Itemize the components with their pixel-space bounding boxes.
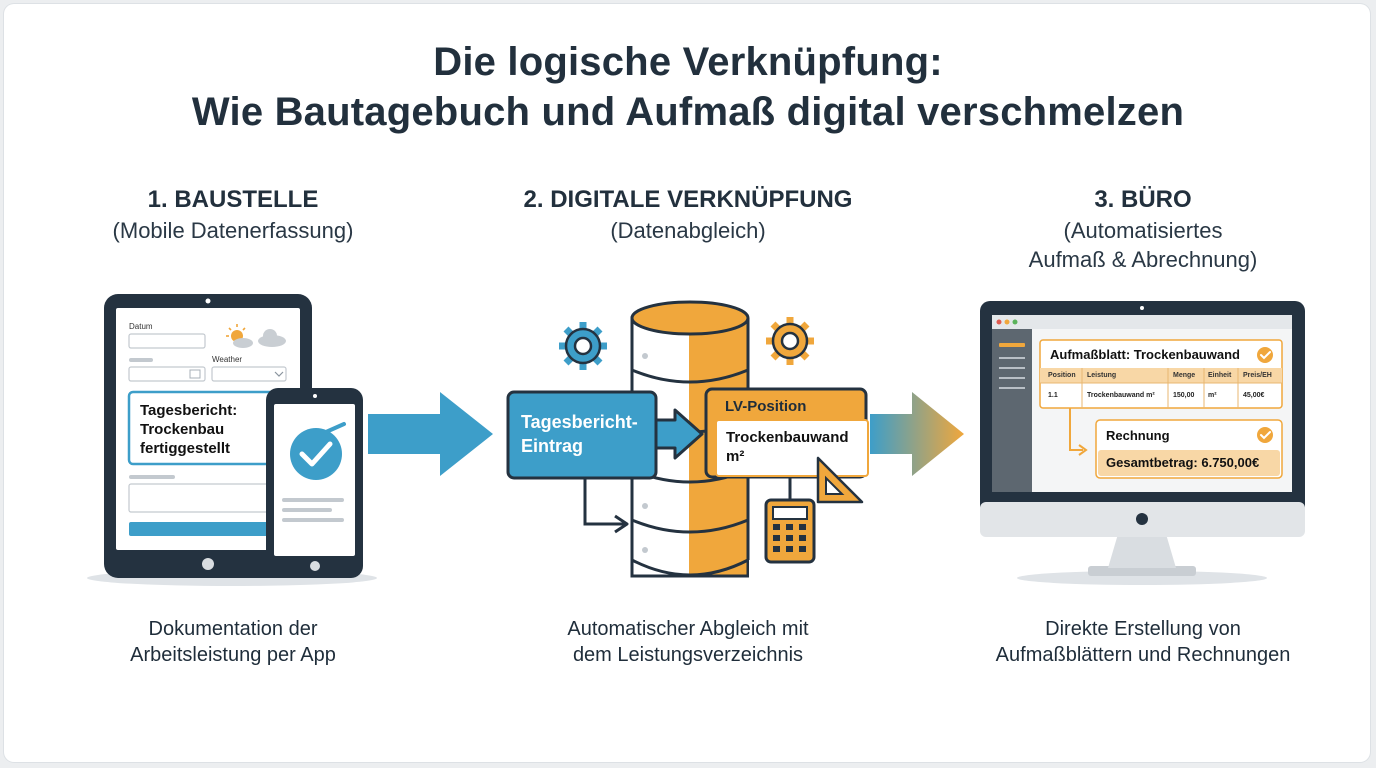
- weather-field-label: Weather: [212, 355, 243, 364]
- step1-heading: 1. BAUSTELLE: [147, 186, 319, 213]
- set-square-icon: [816, 456, 864, 504]
- cell-einheit: m²: [1208, 392, 1217, 399]
- arrow-right-gradient-icon: [870, 392, 964, 476]
- table-header-row: Position Leistung Menge Einheit Preis/EH: [1040, 368, 1282, 383]
- step2-caption: Automatischer Abgleich mit dem Leistungs…: [478, 616, 898, 668]
- smartphone-device: [266, 388, 363, 578]
- check-badge-icon-invoice: [1257, 427, 1273, 443]
- invoice-title: Rechnung: [1106, 428, 1170, 443]
- check-badge-icon: [1257, 347, 1273, 363]
- gear-icon-orange: [766, 317, 814, 365]
- checkmark-icon: [290, 422, 346, 480]
- entry-box-text: Tagesbericht- Eintrag: [521, 410, 638, 458]
- page-title-line1: Die logische Verknüpfung:: [433, 40, 943, 84]
- step3-caption: Direkte Erstellung von Aufmaßblättern un…: [933, 616, 1353, 668]
- lv-position-title: LV-Position: [725, 398, 807, 415]
- gear-icon-blue: [559, 322, 607, 370]
- connector-arrow: [1069, 408, 1088, 456]
- page-title-line2: Wie Bautagebuch und Aufmaß digital versc…: [191, 90, 1185, 134]
- header-einheit: Einheit: [1208, 372, 1232, 379]
- tagesbericht-entry-box: [506, 390, 704, 480]
- lv-item-text: Trockenbauwand m²: [726, 428, 849, 466]
- step3-caption-line1: Direkte Erstellung von: [1045, 618, 1241, 640]
- header-preis: Preis/EH: [1243, 372, 1272, 379]
- lv-position-box: [704, 387, 869, 479]
- sun-cloud-icon: [226, 324, 253, 348]
- lv-item-line1: Trockenbauwand: [726, 429, 849, 446]
- entry-line1: Tagesbericht-: [521, 412, 638, 432]
- entry-line2: Eintrag: [521, 436, 584, 456]
- table-row: 1.1 Trockenbauwand m² 150,00 m² 45,00€: [1040, 383, 1282, 408]
- step3-heading: 3. BÜRO: [1094, 186, 1192, 213]
- step1-caption-line1: Dokumentation der: [148, 618, 318, 640]
- aufmassblatt-sheet: [1039, 339, 1283, 409]
- sheet-title: Aufmaßblatt: Trockenbauwand: [1050, 347, 1240, 362]
- step3-subheading-line2: Aufmaß & Abrechnung): [1028, 247, 1258, 272]
- tablet-device: [87, 294, 377, 586]
- step2-caption-line1: Automatischer Abgleich mit: [567, 618, 809, 640]
- step2-heading: 2. DIGITALE VERKNÜPFUNG: [523, 186, 853, 213]
- step1-subheading: (Mobile Datenerfassung): [112, 218, 354, 243]
- daily-report-line2: Trockenbau: [140, 421, 225, 438]
- step3-caption-line2: Aufmaßblättern und Rechnungen: [995, 644, 1291, 666]
- daily-report-line1: Tagesbericht:: [140, 402, 238, 419]
- step2-caption-line2: dem Leistungsverzeichnis: [572, 644, 804, 666]
- step1-caption-line2: Arbeitsleistung per App: [130, 644, 336, 666]
- arrow-right-icon: [368, 392, 493, 476]
- connector-lines: [583, 475, 792, 534]
- step3-subheading-line1: (Automatisiertes: [1063, 218, 1223, 243]
- step2-subheading: (Datenabgleich): [610, 218, 766, 243]
- cell-position: 1.1: [1048, 392, 1058, 399]
- header-position: Position: [1048, 372, 1076, 379]
- invoice-total: Gesamtbetrag: 6.750,00€: [1106, 455, 1260, 470]
- daily-report-text: Tagesbericht: Trockenbau fertiggestellt: [140, 401, 237, 458]
- date-field-label: Datum: [129, 322, 153, 331]
- cell-leistung: Trockenbauwand m²: [1087, 392, 1155, 399]
- header-menge: Menge: [1173, 372, 1196, 379]
- invoice-box: [1095, 419, 1283, 479]
- daily-report-line3: fertiggestellt: [140, 440, 231, 457]
- cell-menge: 150,00: [1173, 392, 1195, 399]
- step1-caption: Dokumentation der Arbeitsleistung per Ap…: [23, 616, 443, 668]
- lv-item-line2: m²: [726, 448, 745, 465]
- header-leistung: Leistung: [1087, 372, 1117, 379]
- cloud-icon: [258, 329, 286, 347]
- calculator-icon: [764, 498, 816, 564]
- cell-preis: 45,00€: [1243, 392, 1265, 399]
